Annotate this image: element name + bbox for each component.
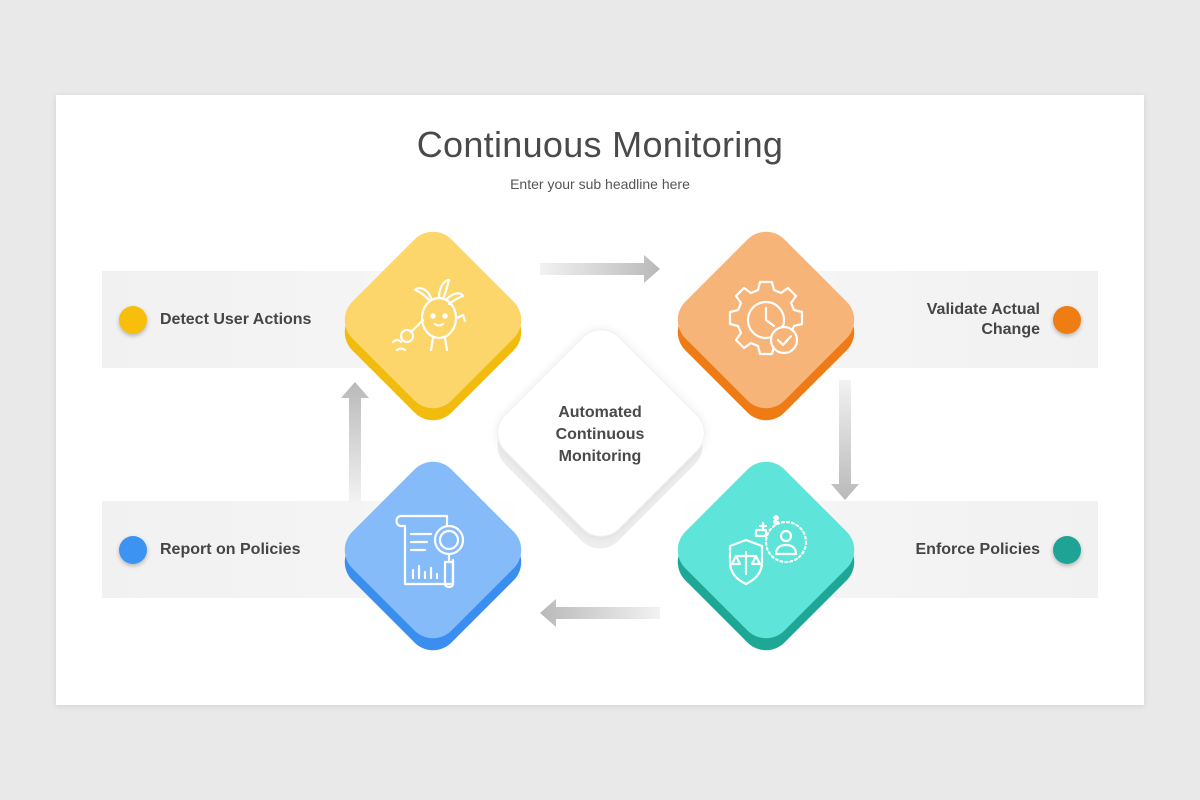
step-dot-enforce <box>1053 536 1081 564</box>
arrow-down-icon <box>831 380 859 500</box>
step-dot-validate <box>1053 306 1081 334</box>
center-label-line1: Automated <box>558 404 642 421</box>
pineapple-character-icon <box>391 278 467 352</box>
step-label-enforce: Enforce Policies <box>915 541 1041 558</box>
arrow-right-icon <box>540 255 660 283</box>
step-label-validate: Validate Actual Change <box>880 300 1040 340</box>
center-label-line2: Continuous <box>555 426 645 443</box>
center-diamond: Automated Continuous Monitoring <box>485 317 716 567</box>
step-diamond-enforce <box>666 450 866 661</box>
arrow-left-icon <box>540 599 660 627</box>
arrow-up-icon <box>341 382 369 502</box>
step-label-validate-line2: Change <box>981 321 1040 338</box>
shield-balance-person-icon <box>728 514 808 586</box>
step-dot-report <box>119 536 147 564</box>
document-magnifier-icon <box>395 514 465 589</box>
center-label-line3: Monitoring <box>558 448 642 465</box>
gear-clock-check-icon <box>728 280 804 356</box>
page-subtitle: Enter your sub headline here <box>510 176 690 192</box>
step-diamond-validate <box>666 220 866 431</box>
step-diamond-detect <box>333 220 533 431</box>
step-diamond-report <box>333 450 533 661</box>
step-dot-detect <box>119 306 147 334</box>
step-label-detect: Detect User Actions <box>160 311 312 328</box>
center-label: Automated Continuous Monitoring <box>485 402 715 468</box>
step-label-report: Report on Policies <box>160 541 301 558</box>
page-title: Continuous Monitoring <box>416 124 784 165</box>
step-label-validate-line1: Validate Actual <box>926 301 1040 318</box>
